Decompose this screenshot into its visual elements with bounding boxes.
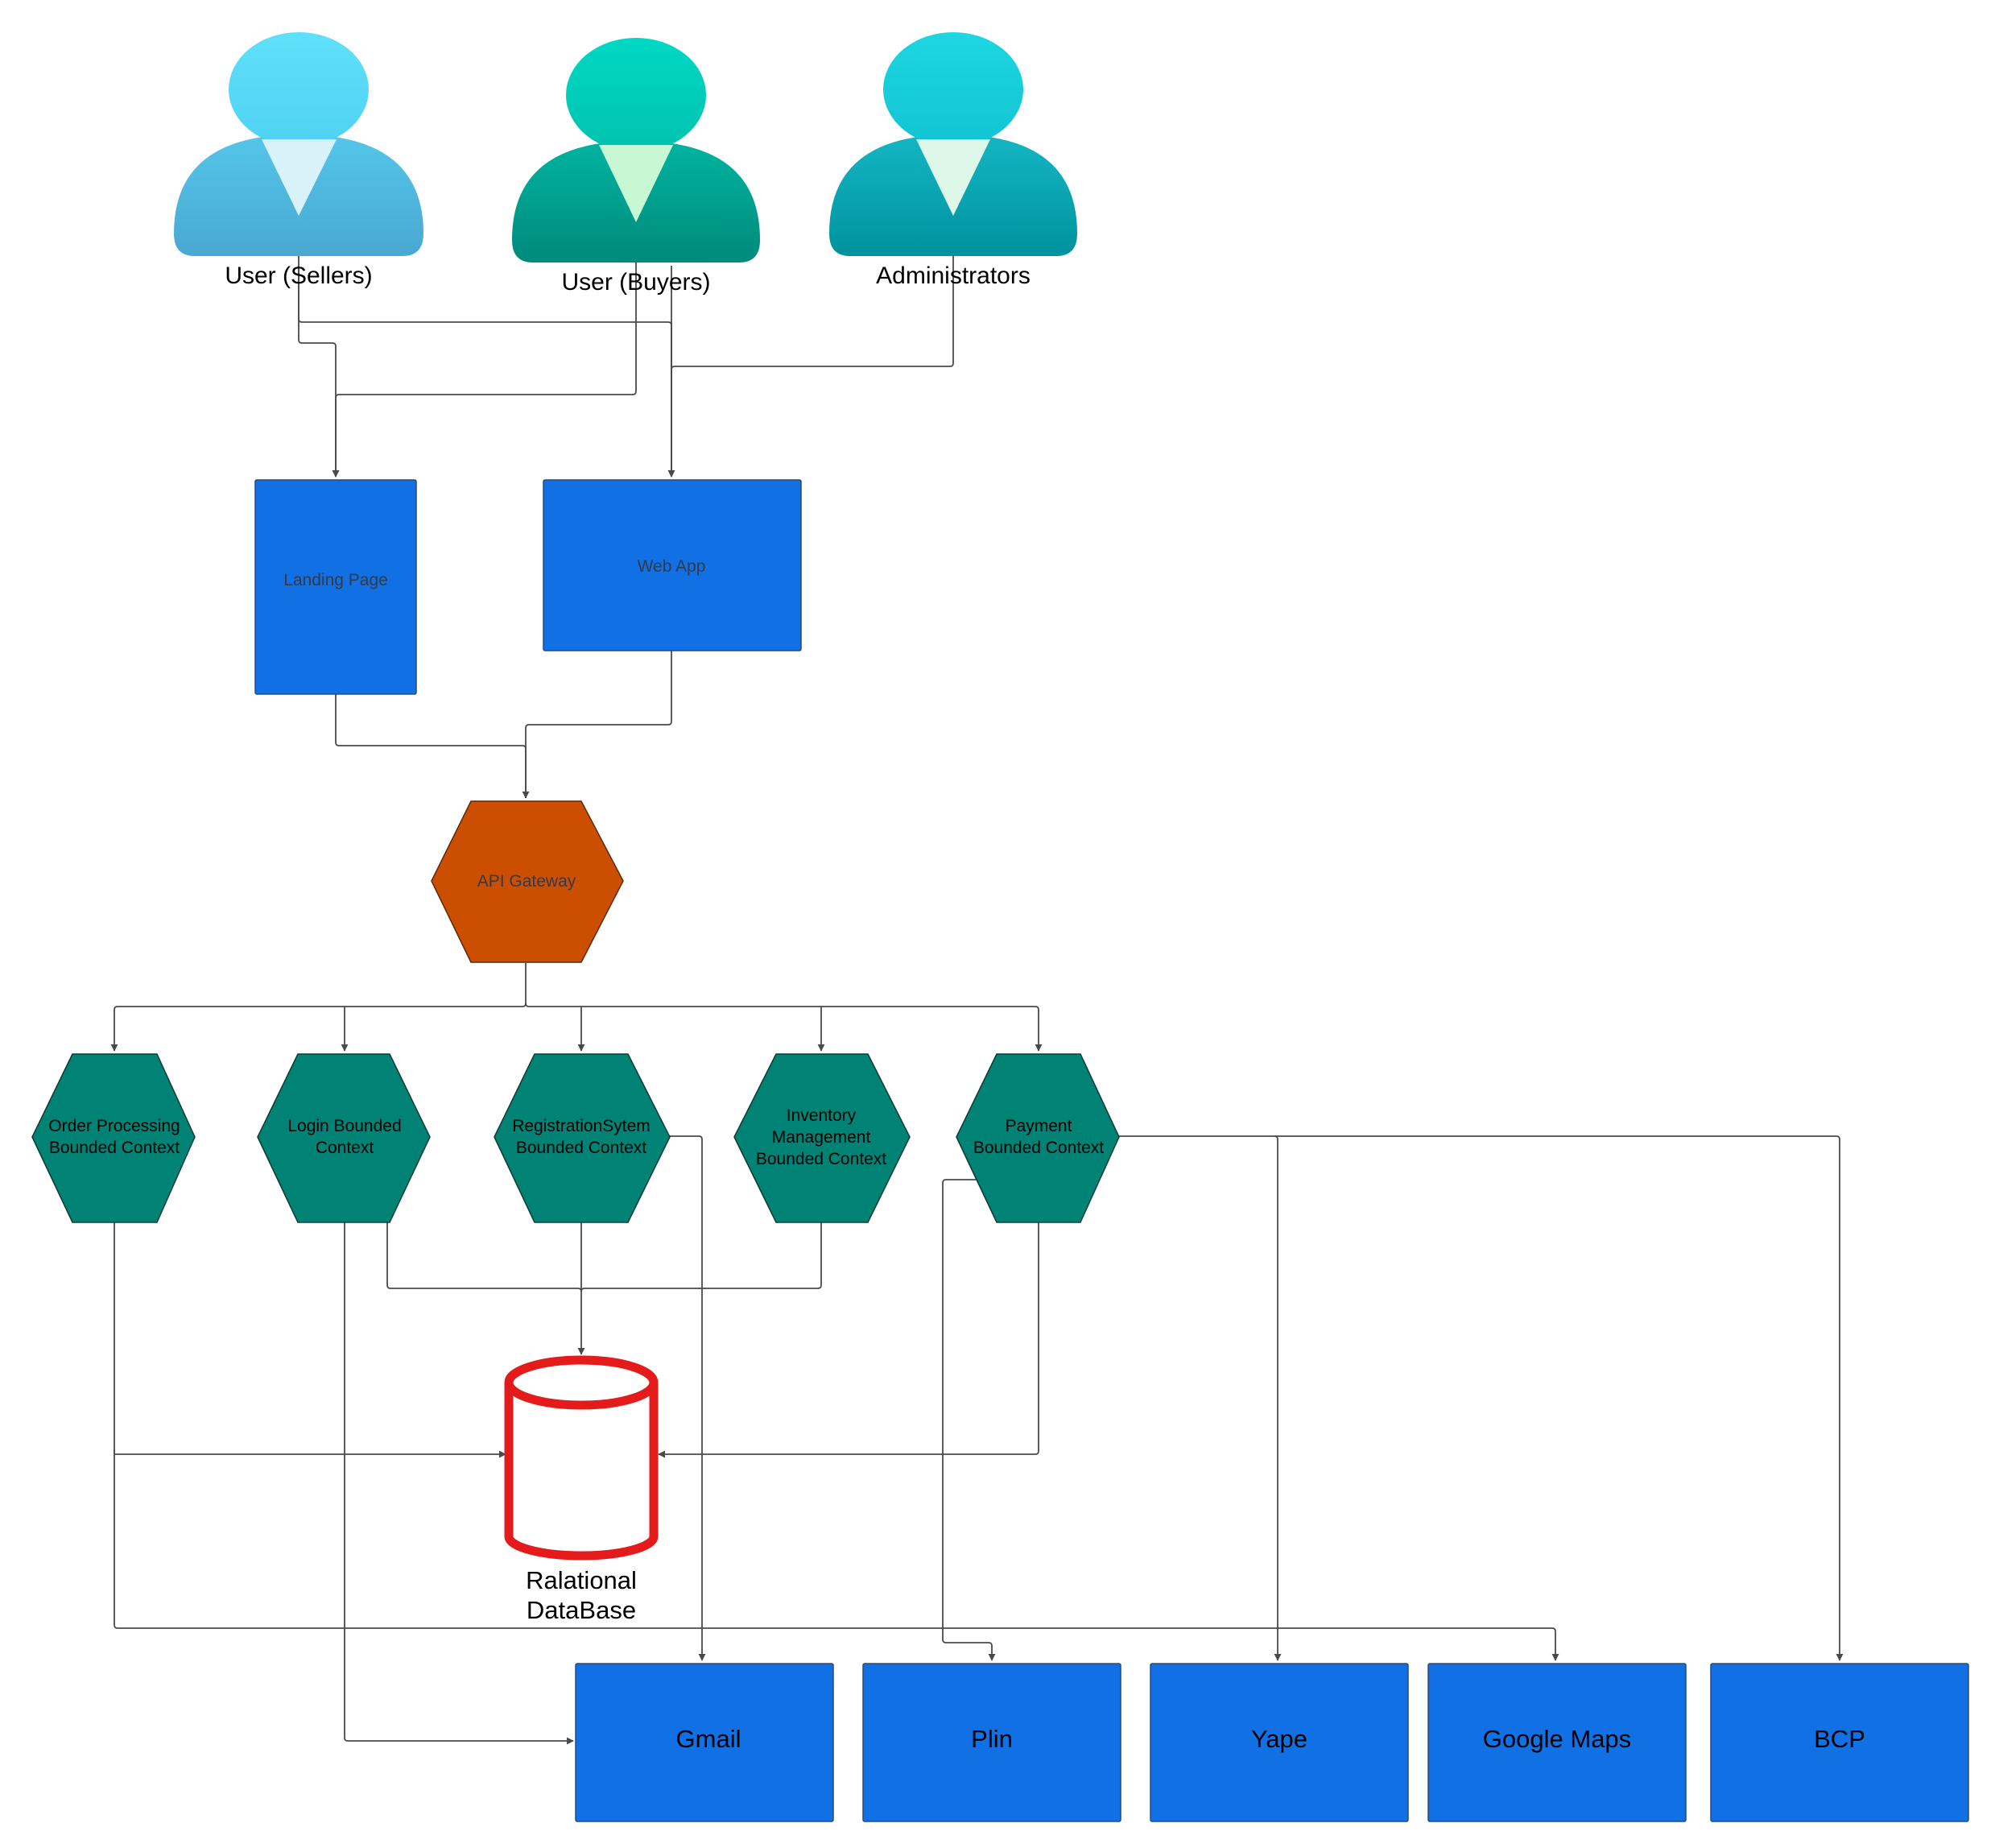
api-gateway-label: API Gateway [477,872,576,891]
external-yape: Yape [1150,1663,1409,1822]
web-app-box: Web App [543,479,802,651]
context-registration-line-2: Bounded Context [516,1139,646,1157]
external-google-maps: Google Maps [1427,1663,1687,1822]
context-registration-line-1: RegistrationSytem [512,1117,651,1135]
external-bcp-label: BCP [1814,1725,1865,1753]
connector-payment-db [658,1222,1039,1458]
context-inventory-line-2: Management [772,1128,871,1147]
connectors [110,250,1844,1745]
connector-gateway-payment [525,1003,1043,1052]
external-bcp: BCP [1710,1663,1969,1822]
actor-sellers [174,32,423,256]
context-login: Login Bounded Context [257,1053,431,1223]
context-order-line-1: Order Processing [48,1117,180,1135]
connector-admins-webapp [667,250,954,478]
connector-inventory-db [580,1222,822,1292]
connector-landing-gateway [335,694,530,799]
actor-label-admins: Administrators [876,263,1031,289]
external-plin-label: Plin [971,1725,1013,1753]
buyers-head [566,38,706,152]
landing-page-box: Landing Page [254,479,417,695]
connector-order-gmaps [114,1449,1559,1661]
connector-payment-yape [1117,1135,1282,1661]
context-payment: Payment Bounded Context [956,1053,1120,1223]
database-label-line-2: DataBase [527,1596,636,1624]
web-app-label: Web App [638,557,706,576]
connector-webapp-gateway [525,651,672,798]
context-order-line-2: Bounded Context [49,1139,180,1157]
sellers-collar [262,139,337,216]
connector-sellers-landing [298,250,340,478]
context-order: Order Processing Bounded Context [31,1053,196,1223]
context-inventory-line-1: Inventory [787,1106,857,1125]
connector-payment-plin [942,1179,996,1661]
database-cylinder: Ralational DataBase [504,1355,659,1624]
external-plin: Plin [862,1663,1121,1822]
actor-label-buyers: User (Buyers) [561,269,710,296]
buyers-collar [599,145,673,222]
admins-collar [916,139,990,216]
external-gmail-label: Gmail [676,1725,741,1753]
connector-payment-bcp [1274,1135,1844,1661]
context-login-line-1: Login Bounded [287,1117,401,1135]
external-google-maps-label: Google Maps [1483,1725,1631,1753]
api-gateway-hex: API Gateway [431,800,624,963]
connector-gateway-bus [110,963,527,1052]
actor-buyers [512,38,760,263]
context-registration: RegistrationSytem Bounded Context [494,1053,671,1223]
connector-buyers-landing [332,263,637,478]
context-inventory: Inventory Management Bounded Context [733,1053,911,1223]
external-yape-label: Yape [1251,1725,1307,1753]
context-payment-line-2: Bounded Context [973,1139,1104,1157]
connector-sellers-webapp [298,266,675,478]
connector-order-db [114,1222,506,1458]
actor-admins [829,32,1077,256]
database-label-line-1: Ralational [526,1566,637,1594]
admins-head [883,32,1023,147]
actor-label-sellers: User (Sellers) [225,263,372,289]
landing-page-label: Landing Page [283,571,388,589]
external-gmail: Gmail [575,1663,834,1822]
sellers-head [229,32,369,147]
context-login-line-2: Context [316,1139,374,1157]
context-inventory-line-3: Bounded Context [756,1150,886,1168]
context-payment-line-1: Payment [1006,1117,1072,1135]
connector-login-gmail [344,1222,574,1745]
connector-registration-gmail [667,1135,706,1661]
